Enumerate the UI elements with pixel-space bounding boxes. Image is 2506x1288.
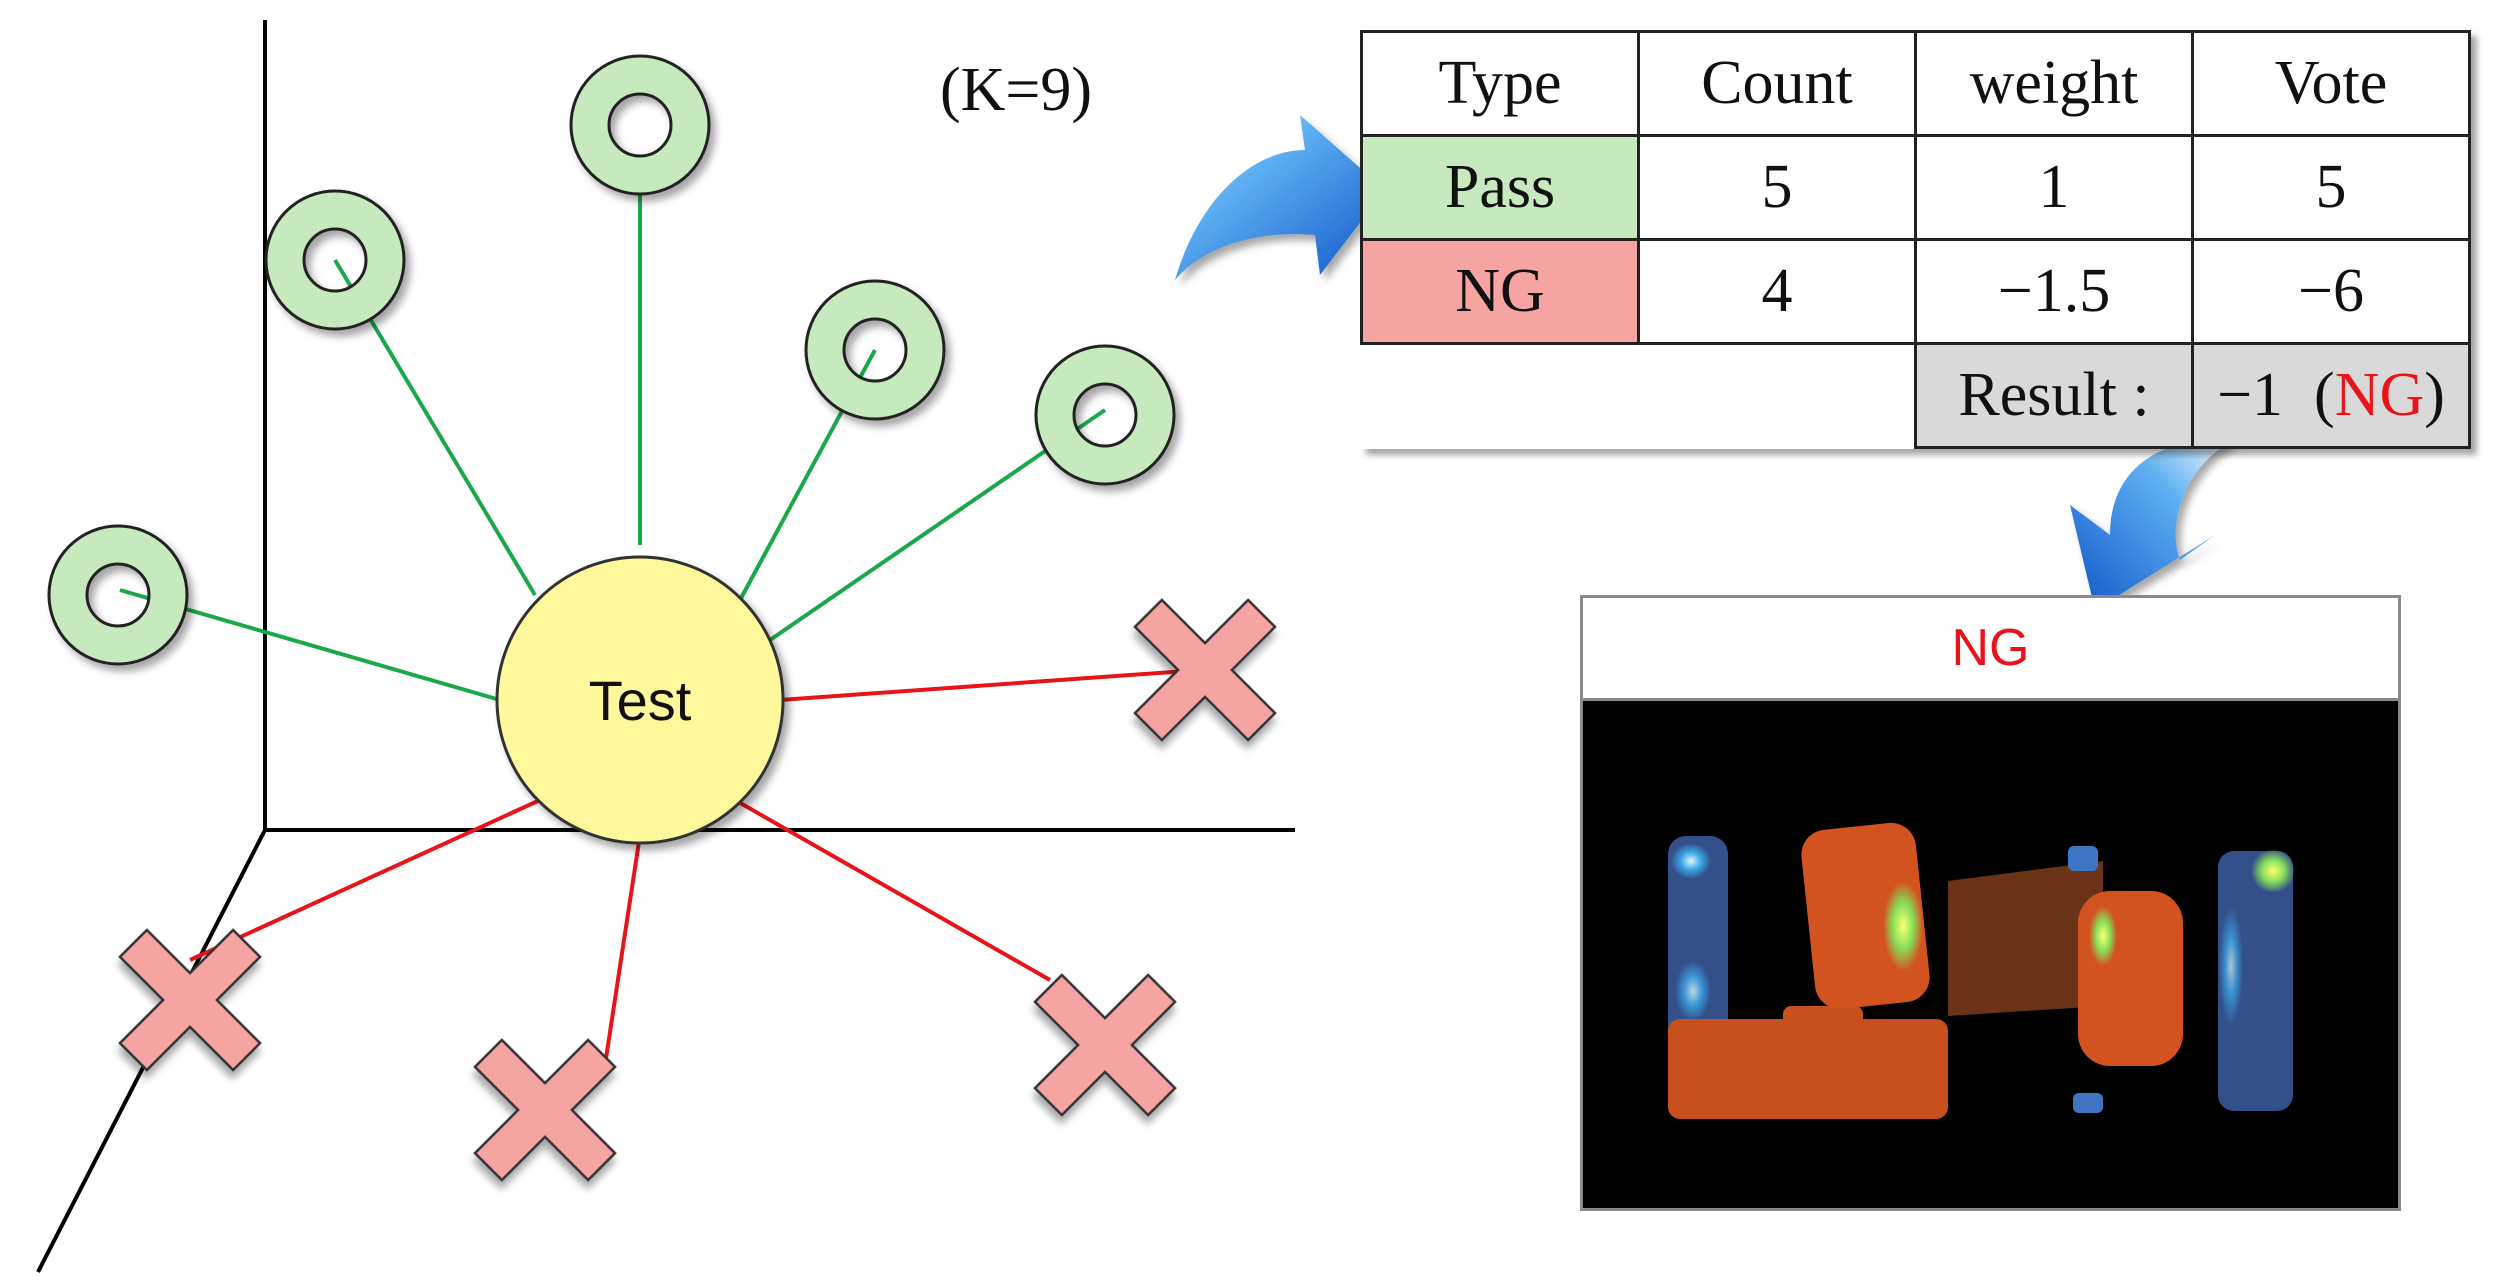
result-label: Result : — [1914, 342, 2194, 449]
column-header: Vote — [2191, 30, 2471, 137]
pass-neighbors — [47, 54, 1176, 666]
weight-cell: −1.5 — [1914, 238, 2194, 345]
ring-icon — [1034, 344, 1176, 486]
column-header: weight — [1914, 30, 2194, 137]
vote-table: Type Count weight Vote Pass 5 1 5 NG 4 −… — [1360, 30, 2471, 449]
ng-neighbors — [118, 598, 1277, 1182]
column-header: Type — [1360, 30, 1640, 137]
result-value-cell: −1 (NG) — [2191, 342, 2471, 449]
curved-arrow-icon — [2070, 439, 2235, 610]
result-class: NG — [2334, 361, 2425, 429]
cross-icon — [1033, 973, 1177, 1117]
x-ray-component-image — [1583, 701, 2398, 1208]
result-row: Result : −1 (NG) — [1362, 342, 2471, 449]
ring-icon — [569, 54, 711, 196]
type-cell-ng: NG — [1360, 238, 1640, 345]
type-cell-pass: Pass — [1360, 134, 1640, 241]
ring-icon — [264, 189, 406, 331]
test-sample: Test — [495, 555, 785, 845]
vote-cell: 5 — [2191, 134, 2471, 241]
test-label: Test — [589, 669, 692, 732]
ring-icon — [47, 524, 189, 666]
result-value: −1 — [2217, 361, 2284, 429]
component-image-render — [1583, 701, 2398, 1208]
neighbor-links — [119, 180, 1201, 1066]
table-header-row: Type Count weight Vote — [1360, 30, 2471, 137]
count-cell: 4 — [1637, 238, 1917, 345]
cross-icon — [118, 928, 262, 1072]
table-row: Pass 5 1 5 — [1360, 134, 2471, 241]
ring-icon — [804, 279, 946, 421]
vote-cell: −6 — [2191, 238, 2471, 345]
column-header: Count — [1637, 30, 1917, 137]
table-row: NG 4 −1.5 −6 — [1360, 238, 2471, 345]
weight-cell: 1 — [1914, 134, 2194, 241]
result-panel: NG — [1580, 595, 2401, 1211]
cross-icon — [473, 1038, 617, 1182]
curved-arrow-icon — [1175, 115, 1385, 280]
count-cell: 5 — [1637, 134, 1917, 241]
result-panel-title: NG — [1583, 598, 2398, 701]
cross-icon — [1133, 598, 1277, 742]
k-value-label: (K=9) — [940, 56, 1093, 124]
